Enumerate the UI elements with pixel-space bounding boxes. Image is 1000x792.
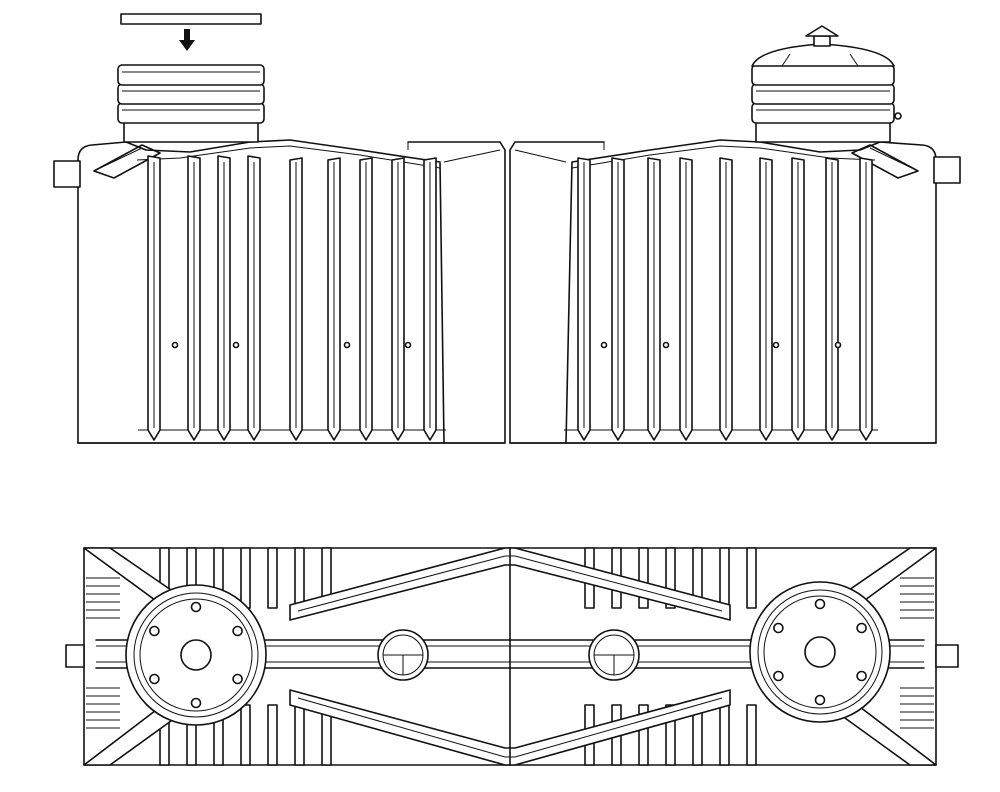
port-right xyxy=(588,629,640,681)
plan-rib-top xyxy=(719,547,730,609)
side-view xyxy=(53,13,961,444)
plan-rib-bottom xyxy=(719,704,730,766)
plan-rib-bottom xyxy=(638,704,649,766)
inlet-pipe xyxy=(53,160,81,188)
plan-rib-bottom xyxy=(294,704,305,766)
manhole-left-center-hole xyxy=(180,639,212,671)
hinge-dot xyxy=(772,341,780,349)
plan-rib-top xyxy=(638,547,649,609)
plan-rib-top xyxy=(294,547,305,609)
manhole-left xyxy=(125,584,267,726)
top-view xyxy=(65,547,959,766)
bolt-icon xyxy=(773,622,784,634)
load-plate xyxy=(120,13,262,25)
bolt-icon xyxy=(856,622,867,634)
vent-cap-icon xyxy=(813,35,831,47)
hinge-dot xyxy=(662,341,670,349)
hinge-dot xyxy=(343,341,351,349)
bolt-group xyxy=(149,598,867,709)
plan-rib-bottom xyxy=(665,704,676,766)
hinge-dot xyxy=(232,341,240,349)
plan-outlet-pipe xyxy=(935,644,959,668)
bolt-icon xyxy=(773,670,784,682)
bolt-icon xyxy=(149,673,160,685)
plan-rib-top xyxy=(240,547,251,609)
outlet-pipe xyxy=(933,156,961,184)
bolt-icon xyxy=(190,601,202,613)
bolt-icon xyxy=(814,694,826,706)
left-riser xyxy=(117,64,265,143)
hinge-dot xyxy=(600,341,608,349)
hinge-dot xyxy=(834,341,842,349)
bolt-icon xyxy=(232,673,243,685)
bolt-icon xyxy=(190,697,202,709)
port-left xyxy=(377,629,429,681)
plan-rib-top xyxy=(665,547,676,609)
right-riser xyxy=(751,25,902,143)
hinge-dot xyxy=(404,341,412,349)
bolt-icon xyxy=(149,625,160,637)
plan-inlet-pipe xyxy=(65,644,85,668)
plan-rib-bottom xyxy=(746,704,757,766)
plan-rib-top xyxy=(267,547,278,609)
diamond-brace xyxy=(289,547,731,766)
plan-rib-top xyxy=(746,547,757,609)
hinge-dot xyxy=(171,341,179,349)
plan-rib-bottom xyxy=(240,704,251,766)
side-rib-group xyxy=(147,155,873,441)
load-arrow-icon xyxy=(179,29,195,51)
manhole-right xyxy=(749,581,891,723)
bolt-icon xyxy=(856,670,867,682)
hinge-dot-group xyxy=(171,341,842,349)
bolt-icon xyxy=(232,625,243,637)
plan-rib-bottom xyxy=(267,704,278,766)
bolt-icon xyxy=(814,598,826,610)
manhole-right-center-hole xyxy=(804,636,836,668)
